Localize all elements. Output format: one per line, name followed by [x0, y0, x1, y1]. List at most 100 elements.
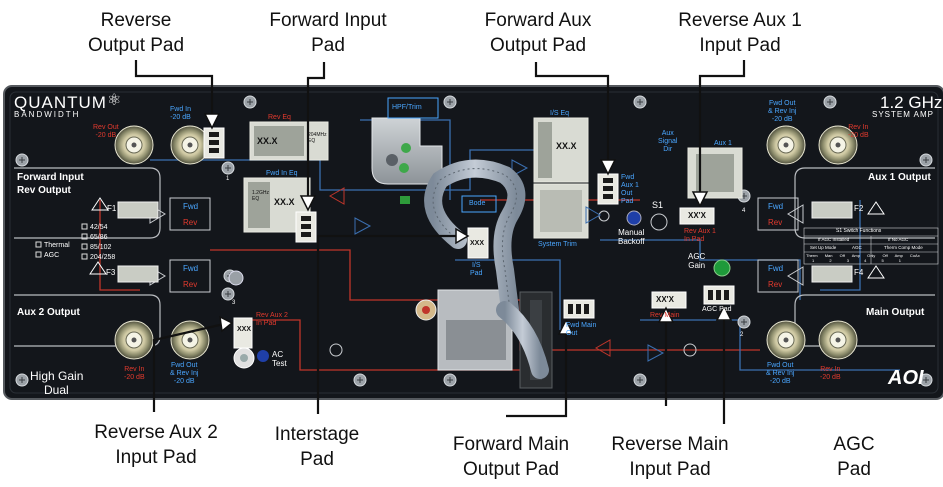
screw [354, 374, 366, 386]
callout-line-2: Output Pad [476, 33, 600, 58]
callout-line-1: Reverse Main [600, 432, 740, 457]
screw [738, 316, 750, 328]
port-label-rev-in-top-right: Rev In-20 dB [848, 124, 869, 140]
fwd-label-3: Fwd [768, 203, 783, 211]
atom-icon: ⚛ [107, 93, 121, 109]
port-label-fwd-out-top-right: Fwd Out& Rev Inj-20 dB [768, 100, 796, 124]
hpf-trim-label: HPF/Trim [392, 104, 422, 111]
aux1-label: Aux 1 [714, 140, 732, 147]
agc-pad-label: AGC Pad [702, 306, 732, 313]
system-trim-label: System Trim [538, 241, 577, 248]
callout-line-1: Reverse Aux 1 [670, 8, 810, 33]
s1-table-sub2: AGC [852, 246, 862, 251]
section-rev-output: Rev Output [17, 186, 71, 196]
callout-agc-pad: AGC Pad [824, 432, 884, 482]
s1-table-sub3: Therm Comp Mode [884, 246, 923, 251]
rf-connector [819, 321, 857, 359]
rf-connector [171, 321, 209, 359]
aoi-logo: AOI [888, 368, 924, 388]
section-forward-input: Forward Input [17, 173, 84, 183]
callout-forward-input-pad: Forward Input Pad [266, 8, 390, 58]
callout-line-1: Forward Main [436, 432, 586, 457]
rf-connector [767, 321, 805, 359]
frequency-label: 1.2 GHz [880, 94, 942, 111]
screw [824, 96, 836, 108]
callout-line-1: Reverse [74, 8, 198, 33]
section-aux1-output: Aux 1 Output [868, 173, 931, 183]
screw [444, 374, 456, 386]
callout-reverse-aux2-input-pad: Reverse Aux 2 Input Pad [76, 420, 236, 470]
pad-number-3: 3 [232, 300, 235, 306]
brand-name: QUANTUM [14, 94, 107, 111]
fwd-in-eq-value: XX.X [274, 198, 295, 207]
callout-line-2: Input Pad [670, 33, 810, 58]
fwd-label-1: Fwd [183, 203, 198, 211]
callout-line-2: Pad [824, 457, 884, 482]
fuse-label-f4: F4 [854, 269, 863, 277]
rf-connector [767, 126, 805, 164]
callout-forward-aux-output-pad: Forward Aux Output Pad [476, 8, 600, 58]
s1-table-sub1: Set Up Mode [810, 246, 836, 251]
rev-label-2: Rev [183, 281, 197, 289]
screw [222, 288, 234, 300]
callout-line-1: Reverse Aux 2 [76, 420, 236, 445]
screw [16, 374, 28, 386]
rev-eq-label: Rev Eq [268, 114, 291, 121]
port-label-rev-in-bottom-left: Rev In-20 dB [124, 366, 145, 382]
fwd-label-2: Fwd [183, 265, 198, 273]
manual-backoff-label: ManualBackoff [618, 228, 645, 246]
fwd-in-eq-label: Fwd In Eq [266, 170, 298, 177]
callout-forward-main-output-pad: Forward Main Output Pad [436, 432, 586, 482]
is-eq-value: XX.X [556, 142, 577, 151]
callout-line-2: Input Pad [600, 457, 740, 482]
rev-eq-value: XX.X [257, 137, 278, 146]
callout-line-2: Output Pad [74, 33, 198, 58]
rev-main-pad-value: XX'X [656, 296, 674, 304]
port-label-fwd-out-bottom-left: Fwd Out& Rev Inj-20 dB [170, 362, 198, 386]
s1-table-right-header: If No AGC [888, 238, 908, 243]
brand-subtitle: BANDWIDTH [14, 111, 80, 119]
callout-interstage-pad: Interstage Pad [262, 422, 372, 472]
screw [222, 162, 234, 174]
rf-connector [115, 126, 153, 164]
callout-line-1: Forward Aux [476, 8, 600, 33]
callout-line-2: Pad [266, 33, 390, 58]
rev-aux2-pad-value: XXX [237, 326, 251, 333]
callout-line-1: Interstage [262, 422, 372, 447]
callout-line-2: Pad [262, 447, 372, 472]
screw [244, 96, 256, 108]
rev-aux1-pad-value: XX'X [688, 212, 706, 220]
callout-reverse-aux1-input-pad: Reverse Aux 1 Input Pad [670, 8, 810, 58]
screw [634, 374, 646, 386]
screw [920, 154, 932, 166]
screw [634, 96, 646, 108]
rf-connector [115, 321, 153, 359]
fwd-label-4: Fwd [768, 265, 783, 273]
rev-label-3: Rev [768, 219, 782, 227]
callout-line-1: Forward Input [266, 8, 390, 33]
dual-label: Dual [44, 384, 69, 396]
port-label-rev-in-bottom-right: Rev In-20 dB [820, 366, 841, 382]
bode-label: Bode [469, 200, 485, 207]
fuse-label-f2: F2 [854, 205, 863, 213]
rf-connector [171, 126, 209, 164]
s1-label: S1 [652, 201, 663, 210]
callout-line-1: AGC [824, 432, 884, 457]
is-eq-label: I/S Eq [550, 110, 569, 117]
s1-table-left-header: If AGC Installed [818, 238, 849, 243]
callout-line-2: Input Pad [76, 445, 236, 470]
callout-reverse-output-pad: Reverse Output Pad [74, 8, 198, 58]
fuse-label-f3: F3 [106, 269, 115, 277]
pad-number-4: 4 [742, 208, 745, 214]
